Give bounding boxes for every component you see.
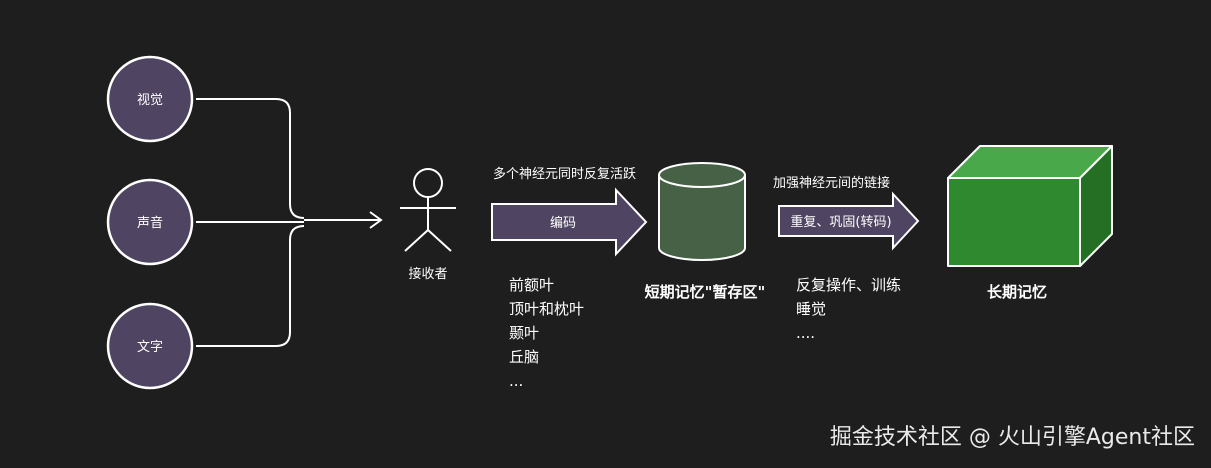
watermark-text: 掘金技术社区 @ 火山引擎Agent社区 — [830, 425, 1195, 450]
consolidate-arrow: 重复、巩固(转码) — [778, 191, 920, 251]
input-connector — [196, 98, 383, 347]
method-item: .... — [796, 324, 815, 342]
encode-arrow: 编码 — [491, 187, 648, 257]
input-vision-label: 视觉 — [137, 93, 163, 108]
short-term-memory-label: 短期记忆"暂存区" — [645, 283, 766, 301]
consolidate-top-label: 加强神经元间的链接 — [773, 175, 890, 191]
region-item: 颞叶 — [509, 324, 539, 342]
method-item: 睡觉 — [796, 300, 826, 318]
encode-arrow-label: 编码 — [550, 216, 576, 231]
long-term-memory-cube — [947, 145, 1113, 267]
consolidate-arrow-label: 重复、巩固(转码) — [790, 214, 891, 230]
region-item: 丘脑 — [509, 348, 539, 366]
region-item: 前额叶 — [509, 276, 554, 294]
receiver-label: 接收者 — [408, 266, 447, 282]
method-item: 反复操作、训练 — [796, 276, 901, 294]
long-term-memory-label: 长期记忆 — [987, 283, 1047, 301]
input-sound-label: 声音 — [137, 215, 163, 231]
region-item: 顶叶和枕叶 — [509, 300, 584, 318]
receiver-person-icon — [400, 168, 456, 252]
short-term-memory-cylinder — [658, 162, 746, 261]
input-sound-node: 声音 — [106, 178, 194, 266]
consolidation-methods-list: 反复操作、训练 睡觉 .... — [796, 276, 901, 342]
input-text-node: 文字 — [106, 302, 194, 390]
encode-top-label: 多个神经元同时反复活跃 — [493, 166, 636, 182]
input-text-label: 文字 — [137, 340, 163, 355]
input-vision-node: 视觉 — [106, 55, 194, 143]
brain-regions-list: 前额叶 顶叶和枕叶 颞叶 丘脑 ... — [509, 276, 584, 390]
region-item: ... — [509, 372, 523, 390]
